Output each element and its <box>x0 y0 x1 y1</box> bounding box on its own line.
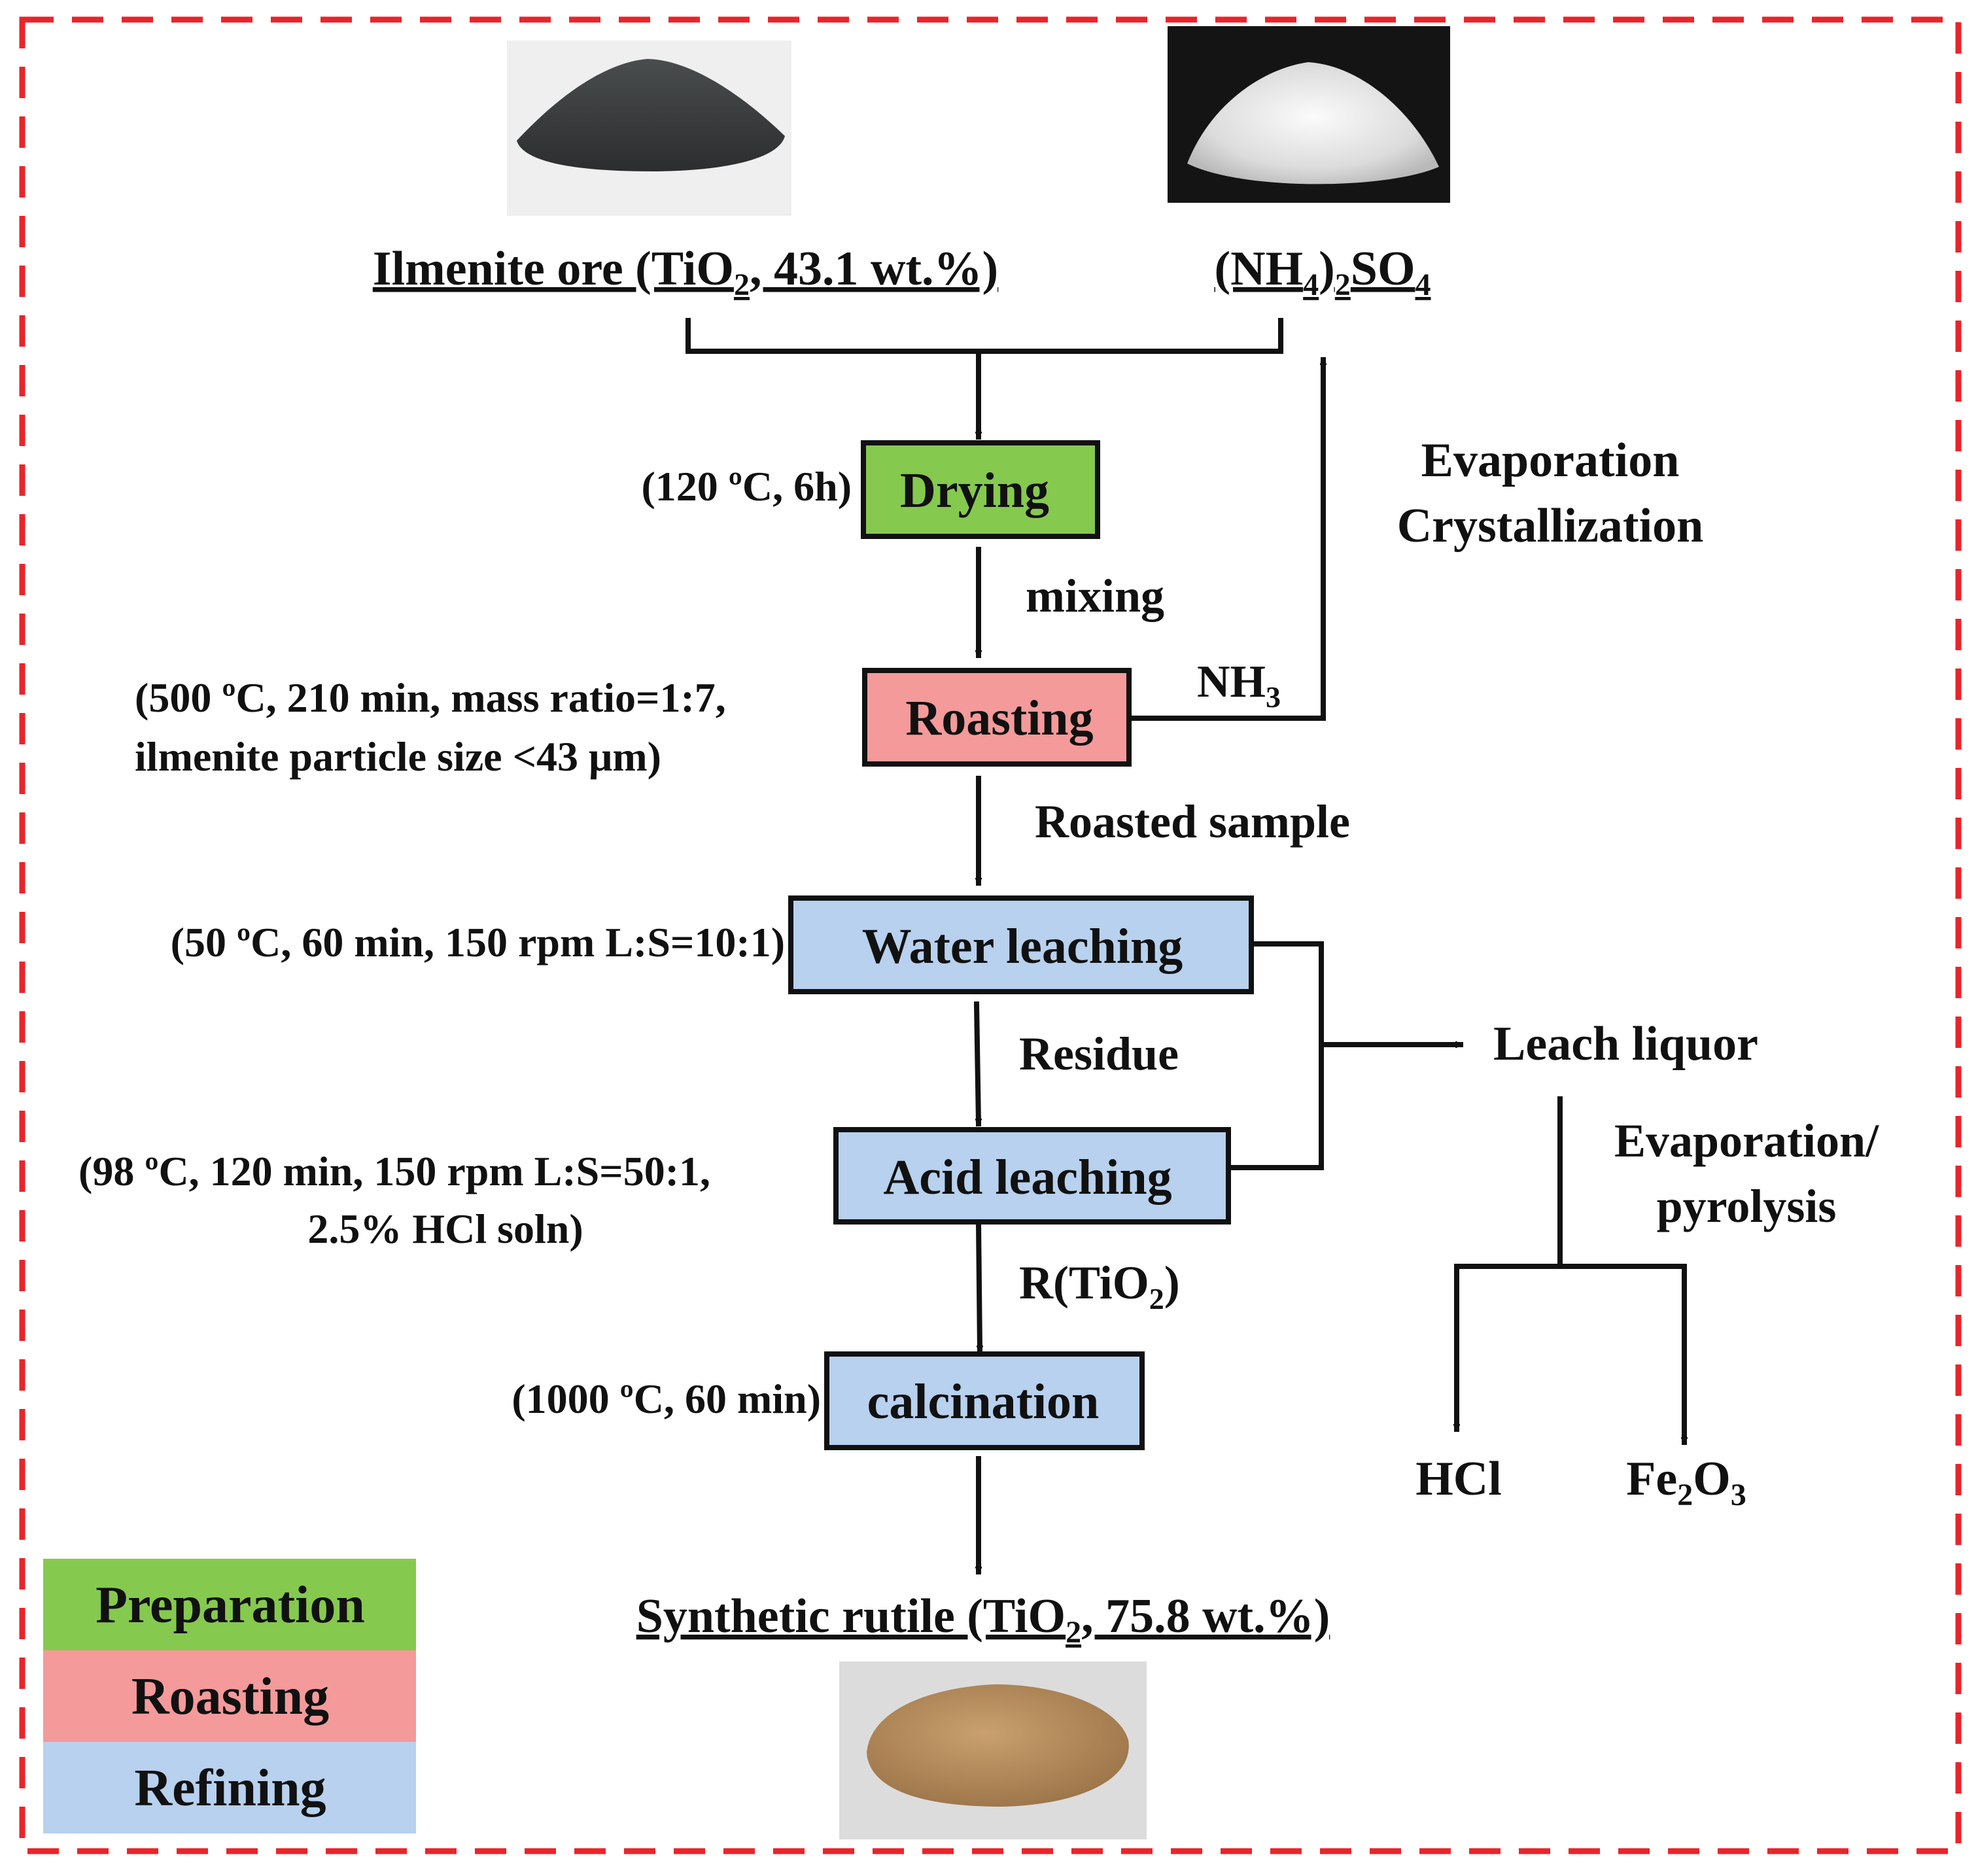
hcl-product-label: HCl <box>1415 1452 1502 1506</box>
acid-leaching-conditions-line1: (98 ºC, 120 min, 150 rpm L:S=50:1, <box>78 1148 710 1194</box>
roasting-conditions-line1: (500 ºC, 210 min, mass ratio=1:7, <box>135 674 726 721</box>
water-leaching-label: Water leaching <box>862 919 1183 974</box>
ammonium-sulfate-photo <box>1168 26 1450 203</box>
fe2o3-product-label: Fe2O3 <box>1626 1452 1746 1512</box>
drying-box <box>861 440 1100 539</box>
synthetic-rutile-label: Synthetic rutile (TiO2, 75.8 wt.%) <box>636 1589 1330 1650</box>
ilmenite-ore-label: Ilmenite ore (TiO2, 43.1 wt.%) <box>373 242 998 302</box>
arrow-acid-to-calcination <box>975 1220 980 1354</box>
legend-roasting-label: Roasting <box>131 1668 329 1726</box>
acid-leaching-label: Acid leaching <box>883 1150 1171 1205</box>
drying-conditions: (120 ºC, 6h) <box>641 463 852 510</box>
connector-lines <box>685 318 1684 1574</box>
calcination-conditions: (1000 ºC, 60 min) <box>512 1376 821 1422</box>
r-tio2-label: R(TiO2) <box>1019 1257 1180 1315</box>
stage-legend: Preparation Roasting Refining <box>43 1559 416 1833</box>
outer-dashed-border <box>19 16 1962 1854</box>
evaporation-pyrolysis-line2: pyrolysis <box>1657 1180 1837 1232</box>
evaporation-label: Evaporation <box>1421 434 1680 487</box>
water-leaching-step: Water leaching <box>788 895 1254 994</box>
acid-leaching-step: Acid leaching <box>833 1127 1231 1225</box>
legend-preparation-label: Preparation <box>95 1576 365 1634</box>
drying-step: Drying <box>861 440 1100 539</box>
legend-refining-label: Refining <box>134 1760 326 1817</box>
residue-label: Residue <box>1019 1028 1179 1080</box>
water-leaching-conditions: (50 ºC, 60 min, 150 rpm L:S=10:1) <box>171 919 785 965</box>
roasting-label: Roasting <box>905 691 1093 746</box>
synthetic-rutile-photo <box>839 1661 1147 1839</box>
calcination-step: calcination <box>824 1351 1145 1450</box>
acid-leaching-conditions-line2: 2.5% HCl soln) <box>307 1206 583 1252</box>
acid-leaching-box <box>833 1127 1231 1225</box>
evaporation-pyrolysis-line1: Evaporation/ <box>1614 1115 1879 1167</box>
calcination-box <box>824 1351 1145 1450</box>
split-to-fe2o3 <box>1557 1264 1684 1445</box>
ammonium-sulfate-label: (NH4)2SO4 <box>1214 242 1431 302</box>
nh3-recycle-line <box>1127 360 1326 721</box>
calcination-label: calcination <box>867 1374 1100 1429</box>
legend-roasting-swatch <box>43 1650 416 1742</box>
crystallization-label: Crystallization <box>1397 499 1704 553</box>
mixing-label: mixing <box>1026 570 1164 622</box>
liquor-collector-line <box>1224 941 1324 1170</box>
roasting-box <box>862 668 1132 767</box>
ilmenite-ore-photo <box>507 41 791 216</box>
drying-label: Drying <box>900 463 1049 518</box>
legend-refining-swatch <box>43 1742 416 1833</box>
water-leaching-box <box>788 895 1254 994</box>
arrow-water-to-acid-leaching <box>973 1001 979 1127</box>
roasting-step: Roasting <box>862 668 1132 767</box>
roasting-conditions-line2: ilmenite particle size <43 μm) <box>135 733 661 780</box>
input-merge-line <box>685 318 1283 354</box>
legend-preparation-swatch <box>43 1559 416 1650</box>
nh3-label: NH3 <box>1197 657 1281 714</box>
split-to-hcl <box>1457 1264 1563 1432</box>
roasted-sample-label: Roasted sample <box>1035 795 1350 848</box>
leach-liquor-label: Leach liquor <box>1493 1017 1758 1071</box>
